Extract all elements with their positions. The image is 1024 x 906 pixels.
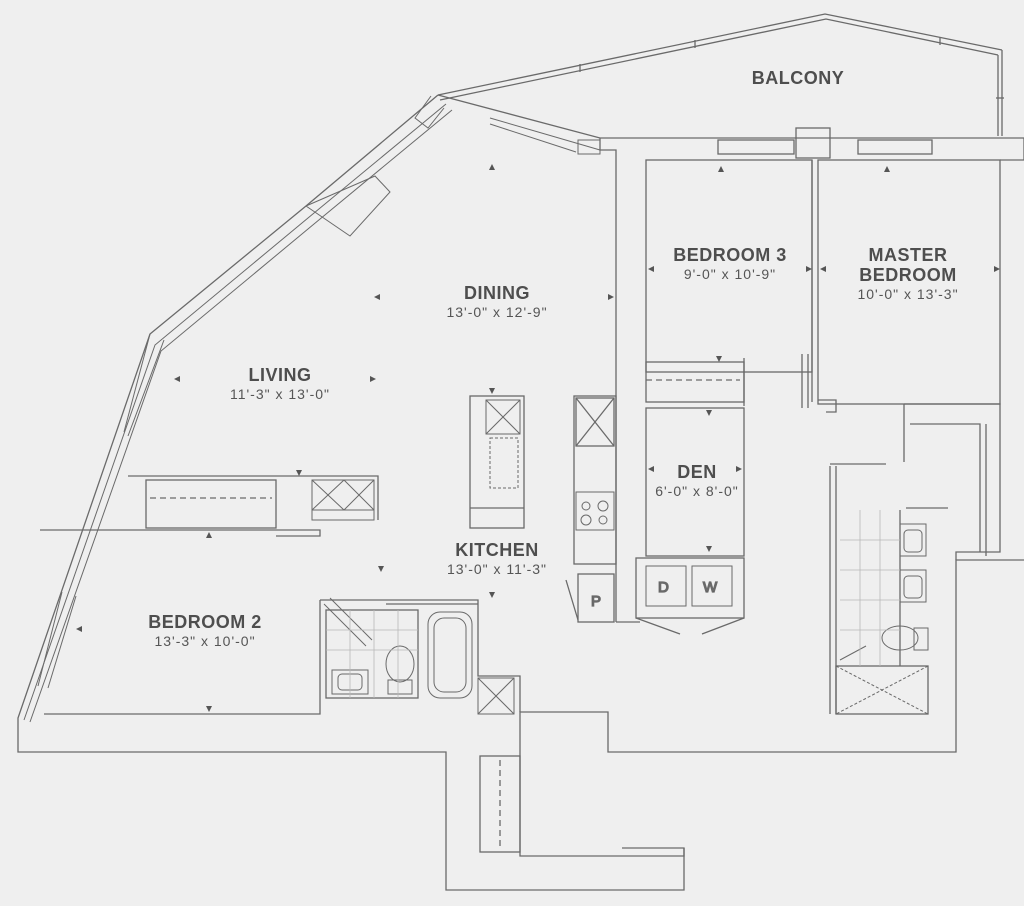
- exterior-wall: [17, 94, 1024, 891]
- dryer-label: D: [658, 579, 669, 596]
- room-name: LIVING: [248, 365, 312, 385]
- room-dimensions: 10'-0" x 13'-3": [857, 286, 959, 302]
- room-label-bedroom-3: BEDROOM 3 9'-0" x 10'-9": [673, 245, 787, 283]
- room-dimensions: 6'-0" x 8'-0": [655, 483, 739, 499]
- room-dimensions: 13'-3" x 10'-0": [154, 633, 256, 649]
- balcony-outline: [437, 13, 1004, 136]
- room-name: BEDROOM 2: [148, 612, 262, 632]
- room-name-line-2: BEDROOM: [859, 265, 957, 285]
- room-name: BEDROOM 3: [673, 245, 787, 265]
- room-dimensions: 13'-0" x 11'-3": [446, 561, 548, 577]
- room-name-line-1: MASTER: [868, 245, 948, 265]
- washer-label: W: [703, 579, 718, 596]
- room-label-bedroom-2: BEDROOM 2 13'-3" x 10'-0": [148, 612, 262, 650]
- room-label-den: DEN 6'-0" x 8'-0": [655, 462, 739, 500]
- room-dimensions: 11'-3" x 13'-0": [229, 386, 331, 402]
- pantry-label: P: [591, 593, 601, 610]
- fixtures: [311, 399, 929, 715]
- room-dimensions: 9'-0" x 10'-9": [683, 266, 777, 282]
- room-name: KITCHEN: [455, 540, 539, 560]
- dimension-markers: [76, 164, 1000, 712]
- room-label-master-bedroom: MASTER BEDROOM 10'-0" x 13'-3": [857, 245, 958, 303]
- room-name: DEN: [677, 462, 717, 482]
- interior-walls: [40, 127, 1024, 853]
- room-label-kitchen: KITCHEN 13'-0" x 11'-3": [447, 540, 547, 578]
- room-dimensions: 13'-0" x 12'-9": [446, 304, 548, 320]
- room-name: BALCONY: [751, 68, 845, 88]
- tile-grid: [326, 510, 900, 698]
- window-glazing: [23, 95, 601, 723]
- room-name: DINING: [463, 283, 530, 303]
- room-label-dining: DINING 13'-0" x 12'-9": [446, 283, 547, 321]
- room-label-living: LIVING 11'-3" x 13'-0": [230, 365, 330, 403]
- room-label-balcony: BALCONY: [752, 68, 845, 88]
